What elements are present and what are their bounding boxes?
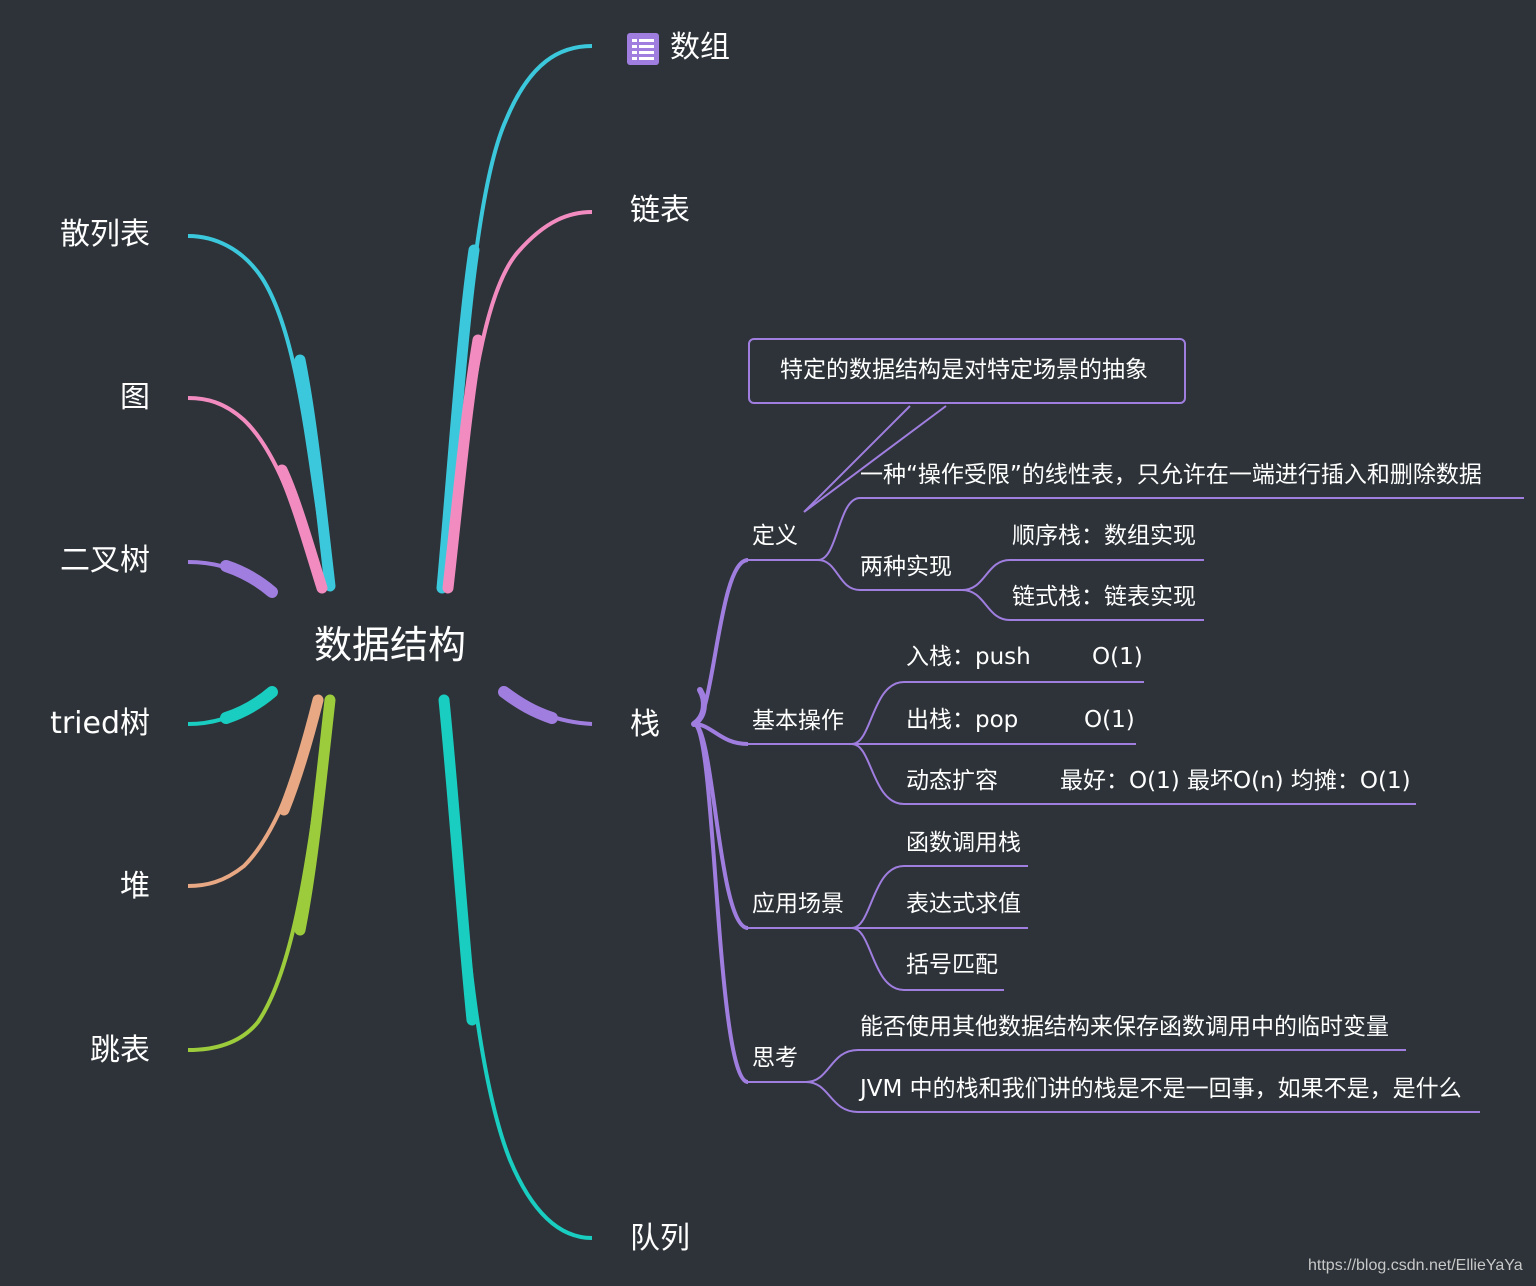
branch-queue[interactable]: 队列 (630, 1221, 690, 1256)
stack-push[interactable]: 入栈：push (906, 644, 1031, 670)
stack-two-impl[interactable]: 两种实现 (860, 554, 952, 580)
stack-scenarios[interactable]: 应用场景 (752, 891, 844, 917)
branch-linked-list[interactable]: 链表 (630, 193, 690, 228)
stack-pop[interactable]: 出栈：pop (906, 707, 1019, 733)
stack-definition[interactable]: 定义 (752, 523, 798, 549)
scenario-item[interactable]: 函数调用栈 (906, 830, 1021, 856)
table-icon (627, 33, 659, 65)
stack-pop-cost: O(1) (1084, 707, 1135, 733)
stack-expand-cost: 最好：O(1) 最坏O(n) 均摊：O(1) (1060, 768, 1411, 794)
branch-heap[interactable]: 堆 (120, 869, 150, 904)
branch-binary-tree[interactable]: 二叉树 (60, 543, 150, 578)
thinking-question-1[interactable]: 能否使用其他数据结构来保存函数调用中的临时变量 (860, 1014, 1389, 1040)
watermark: https://blog.csdn.net/EllieYaYa (1308, 1257, 1523, 1274)
central-topic[interactable]: 数据结构 (314, 623, 467, 667)
branch-graph-line (187, 396, 324, 589)
branch-hash-table[interactable]: 散列表 (60, 217, 150, 252)
branch-stack[interactable]: 栈 (630, 707, 660, 742)
stack-expand[interactable]: 动态扩容 (906, 768, 998, 794)
scenario-item[interactable]: 表达式求值 (906, 891, 1021, 917)
stack-callout-text: 特定的数据结构是对特定场景的抽象 (780, 357, 1148, 383)
branch-heap-line (187, 699, 320, 888)
branch-array[interactable]: 数组 (670, 30, 730, 65)
thinking-question-2[interactable]: JVM 中的栈和我们讲的栈是不是一回事，如果不是，是什么 (860, 1076, 1462, 1102)
stack-linked-impl[interactable]: 链式栈：链表实现 (1012, 584, 1196, 610)
stack-callout-box (748, 338, 1186, 404)
stack-definition-text[interactable]: 一种“操作受限”的线性表，只允许在一端进行插入和删除数据 (860, 462, 1482, 488)
branch-skip-list[interactable]: 跳表 (90, 1033, 150, 1068)
scenario-item[interactable]: 括号匹配 (906, 952, 998, 978)
stack-push-cost: O(1) (1092, 644, 1143, 670)
stack-basic-ops[interactable]: 基本操作 (752, 708, 844, 734)
stack-thinking[interactable]: 思考 (752, 1045, 798, 1071)
stack-seq-impl[interactable]: 顺序栈：数组实现 (1012, 523, 1196, 549)
branch-graph[interactable]: 图 (120, 380, 150, 415)
branch-trie[interactable]: tried树 (50, 706, 150, 741)
